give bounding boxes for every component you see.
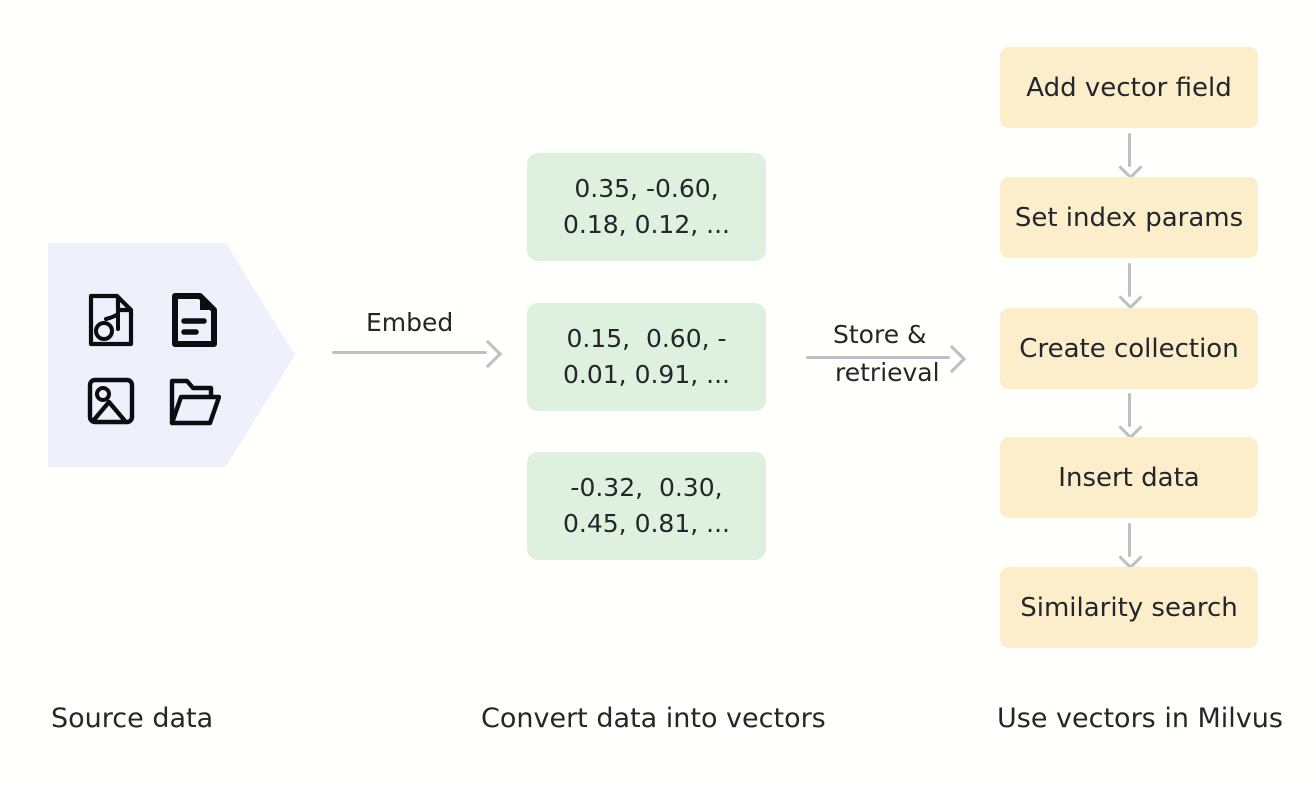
- step-connector-arrow-down-icon: [1118, 523, 1143, 570]
- arrow-shaft: [1127, 133, 1131, 167]
- milvus-step-insert-data: Insert data: [1000, 437, 1258, 518]
- embed-arrow-line: [332, 350, 487, 354]
- vector-box-text: 0.35, -0.60, 0.18, 0.12, ...: [563, 174, 730, 239]
- arrow-tip: [1118, 545, 1143, 570]
- audio-file-icon: [80, 288, 142, 352]
- milvus-step-similarity-search: Similarity search: [1000, 567, 1258, 648]
- source-data-icon-grid: [80, 288, 225, 433]
- vector-box-text: 0.15, 0.60, - 0.01, 0.91, ...: [563, 324, 730, 389]
- milvus-step-set-index-params: Set index params: [1000, 177, 1258, 258]
- embed-arrow-label: Embed: [366, 308, 454, 337]
- arrow-shaft: [1127, 263, 1131, 297]
- vector-box-text: -0.32, 0.30, 0.45, 0.81, ...: [563, 473, 730, 538]
- arrow-shaft: [1127, 523, 1131, 557]
- document-file-icon: [164, 288, 226, 352]
- step-connector-arrow-down-icon: [1118, 133, 1143, 180]
- image-file-icon: [80, 370, 142, 434]
- store-arrow-label-bottom: retrieval: [835, 358, 940, 387]
- milvus-step-create-collection: Create collection: [1000, 308, 1258, 389]
- step-connector-arrow-down-icon: [1118, 393, 1143, 440]
- vector-box: 0.15, 0.60, - 0.01, 0.91, ...: [527, 303, 766, 411]
- vectors-caption: Convert data into vectors: [481, 703, 826, 734]
- folder-icon: [164, 370, 226, 434]
- store-arrow: [806, 344, 967, 373]
- store-arrow-label-top: Store &: [833, 320, 927, 349]
- milvus-caption: Use vectors in Milvus: [997, 703, 1283, 734]
- embed-arrow: [332, 339, 503, 368]
- store-arrow-head: [937, 344, 967, 373]
- arrow-tip: [1118, 155, 1143, 180]
- embed-arrow-head: [473, 339, 503, 368]
- vector-box: -0.32, 0.30, 0.45, 0.81, ...: [527, 452, 766, 560]
- milvus-step-add-vector-field: Add vector field: [1000, 47, 1258, 128]
- arrow-shaft: [1127, 393, 1131, 427]
- source-data-caption: Source data: [51, 703, 214, 734]
- arrow-tip: [1118, 415, 1143, 440]
- vector-box: 0.35, -0.60, 0.18, 0.12, ...: [527, 153, 766, 261]
- step-connector-arrow-down-icon: [1118, 263, 1143, 310]
- arrow-tip: [1118, 285, 1143, 310]
- store-arrow-line: [806, 355, 950, 359]
